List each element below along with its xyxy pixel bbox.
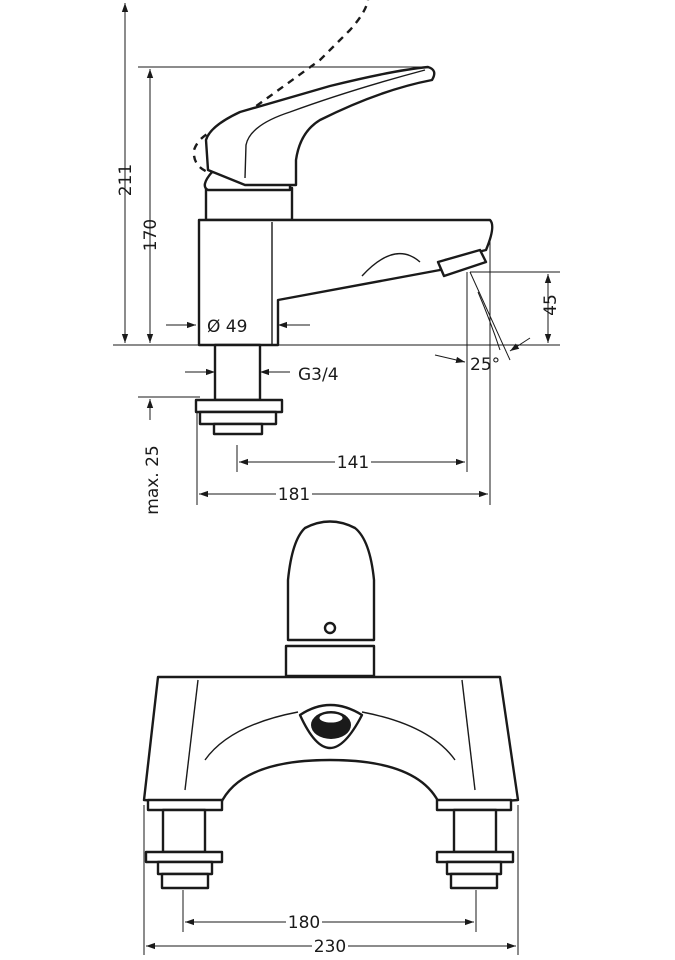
dim-d49-label: Ø 49: [207, 317, 247, 337]
angle-arrow-right: [509, 337, 531, 352]
dim-45-label: 45: [541, 294, 561, 316]
dim-angle-label: 25°: [470, 355, 500, 375]
aerator-mesh: [318, 712, 344, 724]
right-shank: [452, 808, 498, 854]
dim-211-label: 211: [116, 164, 136, 196]
lever-handle-contour: [244, 69, 426, 179]
lever-handle: [204, 65, 436, 187]
side-view: 211 170 45 max. 25 Ø 49 G3/4 25° 141 181: [113, 0, 561, 515]
dim-g34-label: G3/4: [298, 365, 339, 385]
left-nut-base: [160, 872, 210, 890]
angle-guide: [477, 291, 501, 351]
left-nut: [156, 860, 214, 876]
dim-max25-label: max. 25: [143, 445, 163, 514]
right-washer: [435, 850, 515, 864]
left-shank: [161, 808, 207, 854]
front-lever-handle: [286, 520, 376, 642]
front-view: 180 230: [142, 520, 520, 957]
dim-230-label: 230: [314, 937, 346, 957]
dim-181-label-bg: [276, 484, 312, 502]
angle-arrow-left: [434, 354, 466, 364]
dim-230-label-bg: [312, 936, 348, 954]
spout-aerator: [436, 248, 488, 278]
dim-180-label: 180: [288, 913, 320, 933]
dim-141-label-bg: [335, 452, 371, 470]
right-nut: [445, 860, 503, 876]
dim-181-label: 181: [278, 485, 310, 505]
fixing-nut-washer: [194, 398, 284, 414]
dim-170-label: 170: [141, 219, 161, 251]
fixing-nut-base: [212, 422, 264, 436]
cartridge-collar: [204, 186, 294, 222]
handle-indicator-dot: [323, 621, 337, 635]
front-body-right-curve: [361, 711, 456, 761]
angle-ray: [469, 271, 511, 361]
front-cartridge-collar: [284, 644, 376, 678]
fixing-nut: [198, 410, 278, 426]
dim-141-label: 141: [337, 453, 369, 473]
dim-180-label-bg: [286, 912, 322, 930]
front-body-right-contour: [461, 679, 476, 791]
threaded-shank: [213, 343, 262, 402]
right-base-plate: [435, 798, 513, 812]
front-body-left-curve: [204, 711, 299, 761]
front-body-left-contour: [184, 679, 199, 791]
left-washer: [144, 850, 224, 864]
spout-contour: [361, 253, 421, 277]
right-nut-base: [449, 872, 499, 890]
left-base-plate: [146, 798, 224, 812]
